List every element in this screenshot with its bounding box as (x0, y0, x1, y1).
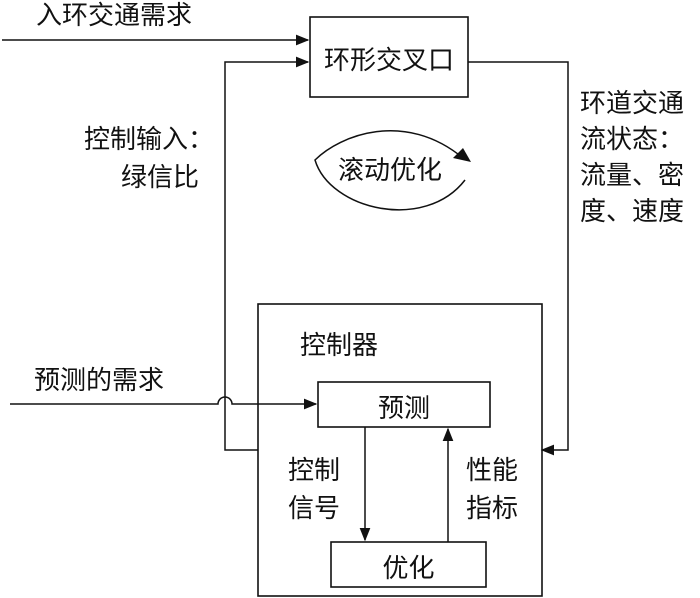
rolling-optimization-label: 滚动优化 (338, 156, 443, 186)
entry-demand-label: 入环交通需求 (36, 1, 193, 31)
controller-box (257, 303, 543, 597)
ring-state-label-line1: 环道交通 (580, 89, 685, 119)
predicted-demand-label: 预测的需求 (34, 366, 165, 396)
control-signal-label-line1: 控制 (288, 456, 341, 486)
roundabout-label: 环形交叉口 (323, 46, 454, 76)
control-input-label-line2: 绿信比 (121, 163, 200, 193)
rolling-arrowhead (453, 148, 471, 162)
control-input-label-line1: 控制输入： (84, 125, 215, 155)
ring-state-label-line3: 流量、密 (580, 161, 685, 191)
performance-index-label-line1: 性能 (466, 456, 519, 486)
ring-state-label-line2: 流状态： (580, 125, 685, 155)
predict-label: 预测 (377, 394, 430, 424)
predict-box (317, 381, 491, 428)
performance-index-label-line2: 指标 (466, 494, 519, 524)
control-input-arrow (224, 56, 310, 451)
predicted-demand-arrow (10, 396, 318, 410)
rolling-optimization-loop (314, 130, 466, 211)
controller-title: 控制器 (300, 331, 379, 361)
control-signal-label-line2: 信号 (288, 494, 341, 524)
ring-state-arrow (468, 61, 569, 456)
optimize-label: 优化 (382, 554, 435, 584)
optimize-box (330, 541, 487, 588)
ring-state-label-line4: 度、速度 (580, 197, 685, 227)
roundabout-box (309, 16, 469, 98)
